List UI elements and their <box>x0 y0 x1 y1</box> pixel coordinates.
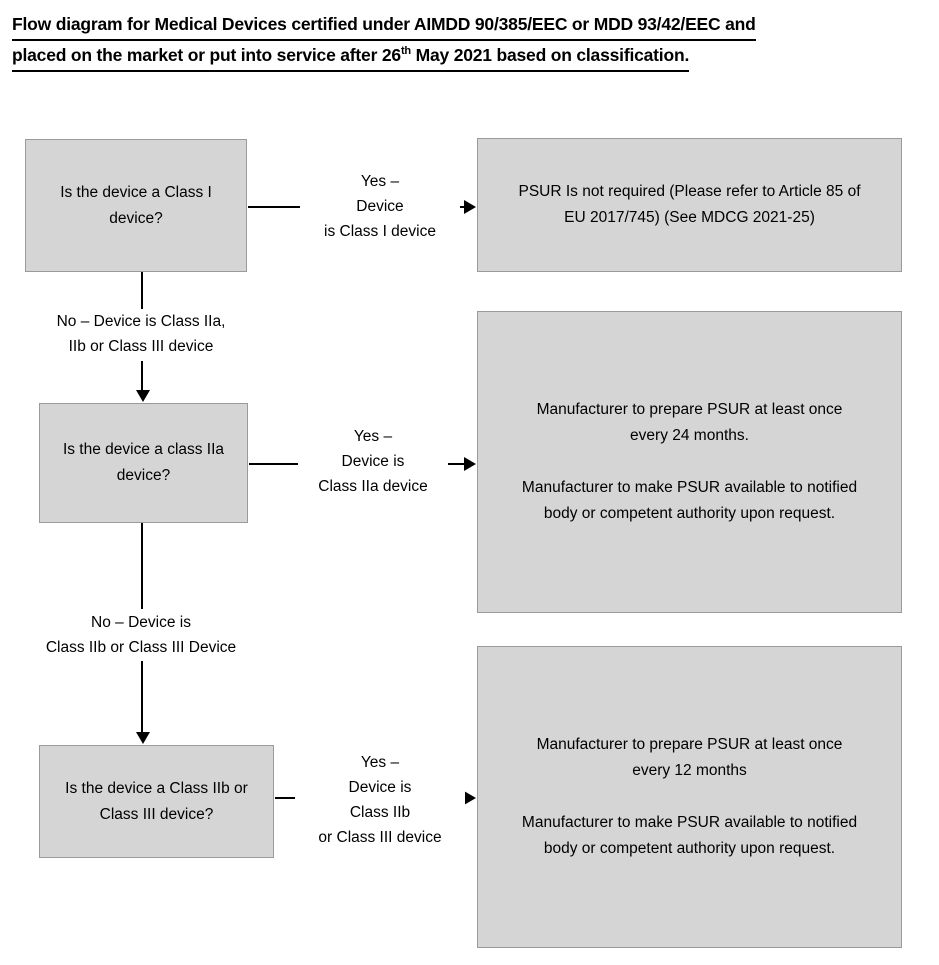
decision-box-class-i-text: Is the device a Class I device? <box>36 180 236 232</box>
page-title-line-1: Flow diagram for Medical Devices certifi… <box>12 10 756 41</box>
outcome-3-paragraph-gap <box>488 784 891 810</box>
outcome-3-para-1-line-1: Manufacturer to prepare PSUR at least on… <box>536 736 843 753</box>
outcome-box-psur-24-months-text: Manufacturer to prepare PSUR at least on… <box>488 397 891 527</box>
outcome-2-para-2-line-1: Manufacturer to make PSUR available to n… <box>521 479 858 496</box>
outcome-3-para-2-line-2: body or competent authority upon request… <box>543 840 836 857</box>
connector-line-no-1-top <box>141 272 143 309</box>
arrowhead-down-icon-no-1 <box>136 390 150 402</box>
label-yes-1-line-3: is Class I device <box>324 223 436 240</box>
decision-2-line-2: device? <box>116 467 171 484</box>
outcome-3-para-2-line-1: Manufacturer to make PSUR available to n… <box>521 814 858 831</box>
label-yes-3-line-1: Yes – <box>360 754 400 771</box>
decision-1-line-2: device? <box>109 209 163 227</box>
label-yes-2-line-2: Device is <box>341 453 405 470</box>
connector-label-no-2: No – Device is Class IIb or Class III De… <box>16 610 266 660</box>
decision-1-line-1: Is the device a Class I <box>60 183 212 201</box>
connector-line-no-2-bottom <box>141 661 143 733</box>
arrowhead-right-icon-yes-2 <box>464 457 476 471</box>
outcome-2-para-1-line-2: every 24 months. <box>630 427 749 444</box>
label-yes-2-line-1: Yes – <box>353 428 393 445</box>
outcome-1-para-1-line-2: EU 2017/745) (See MDCG 2021-25) <box>564 209 815 226</box>
outcome-2-para-1-line-1: Manufacturer to prepare PSUR at least on… <box>536 401 843 418</box>
decision-3-line-1: Is the device a Class IIb or <box>65 779 248 797</box>
outcome-box-psur-12-months-text: Manufacturer to prepare PSUR at least on… <box>488 732 891 862</box>
page-title: Flow diagram for Medical Devices certifi… <box>12 10 930 72</box>
outcome-box-psur-12-months: Manufacturer to prepare PSUR at least on… <box>477 646 902 948</box>
connector-line-no-1-bottom <box>141 361 143 391</box>
label-no-1-line-2: IIb or Class III device <box>68 338 214 355</box>
arrowhead-down-icon-no-2 <box>136 732 150 744</box>
label-yes-3-line-2: Device is <box>348 779 412 796</box>
label-yes-3-line-4: or Class III device <box>318 829 442 846</box>
outcome-2-para-2-line-2: body or competent authority upon request… <box>543 505 836 522</box>
page-title-line-2: placed on the market or put into service… <box>12 41 689 72</box>
decision-box-class-i: Is the device a Class I device? <box>25 139 247 272</box>
connector-line-no-2-top <box>141 523 143 609</box>
decision-box-class-iia-text: Is the device a class IIa device? <box>50 437 237 489</box>
outcome-box-no-psur-text: PSUR Is not required (Please refer to Ar… <box>488 179 891 231</box>
outcome-2-paragraph-gap <box>488 449 891 475</box>
ordinal-suffix: th <box>400 45 411 58</box>
decision-2-line-1: Is the device a class IIa <box>62 441 225 458</box>
connector-label-yes-2: Yes – Device is Class IIa device <box>298 424 448 499</box>
arrowhead-right-icon-yes-1 <box>464 200 476 214</box>
decision-box-class-iib-iii: Is the device a Class IIb or Class III d… <box>39 745 274 858</box>
label-no-1-line-1: No – Device is Class IIa, <box>56 313 226 330</box>
outcome-box-psur-24-months: Manufacturer to prepare PSUR at least on… <box>477 311 902 613</box>
page-title-line-2-text: placed on the market or put into service… <box>12 45 401 65</box>
connector-label-yes-3: Yes – Device is Class IIb or Class III d… <box>295 750 465 850</box>
connector-label-no-1: No – Device is Class IIa, IIb or Class I… <box>16 309 266 359</box>
connector-label-yes-1: Yes – Device is Class I device <box>300 169 460 244</box>
outcome-1-para-1-line-1: PSUR Is not required (Please refer to Ar… <box>518 183 861 200</box>
outcome-3-para-1-line-2: every 12 months <box>632 762 747 779</box>
label-yes-2-line-3: Class IIa device <box>318 478 428 495</box>
decision-box-class-iia: Is the device a class IIa device? <box>39 403 248 523</box>
label-yes-1-line-1: Yes – <box>360 173 400 190</box>
connector-line-yes-2-left <box>249 463 307 465</box>
connector-line-yes-1-left <box>248 206 310 208</box>
decision-box-class-iib-iii-text: Is the device a Class IIb or Class III d… <box>50 776 263 828</box>
decision-3-line-2: Class III device? <box>99 805 214 823</box>
label-yes-1-line-2: Device <box>356 198 404 215</box>
label-no-2-line-2: Class IIb or Class III Device <box>45 639 237 656</box>
page-title-line-2-tail: May 2021 based on classification. <box>410 45 690 65</box>
label-yes-3-line-3: Class IIb <box>349 804 411 821</box>
label-no-2-line-1: No – Device is <box>91 614 191 631</box>
outcome-box-no-psur: PSUR Is not required (Please refer to Ar… <box>477 138 902 272</box>
arrowhead-right-icon-yes-3 <box>464 791 476 805</box>
